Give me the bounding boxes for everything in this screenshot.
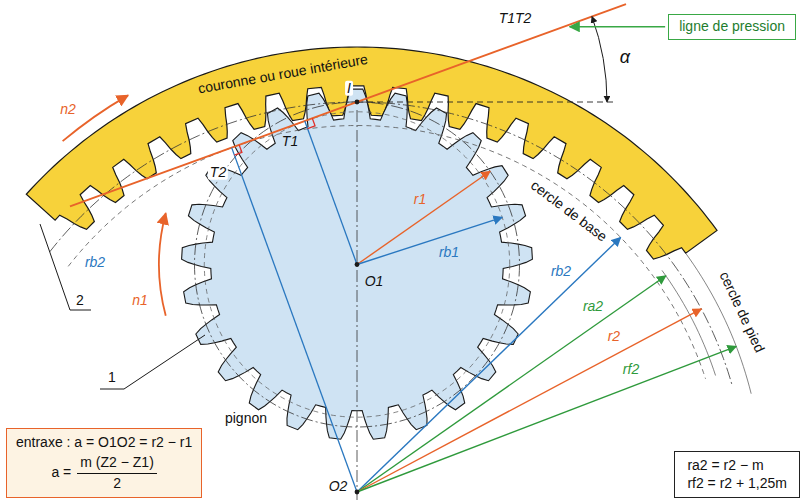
- formula-box: entraxe : a = O1O2 = r2 − r1 a = m (Z2 − Z…: [6, 428, 202, 499]
- radius-label: rf2: [621, 361, 641, 376]
- center-axis: [357, 110, 358, 500]
- leader-line: [40, 224, 91, 310]
- radius-label: rb2: [83, 255, 107, 270]
- angle-arc: [592, 16, 607, 102]
- radius-label: r1: [412, 192, 428, 207]
- point-label: I: [345, 81, 353, 96]
- angle-symbol: α: [618, 48, 632, 67]
- radius-arrow: [357, 217, 502, 264]
- right-angle-mark: [308, 118, 316, 128]
- center-label: O2: [327, 479, 350, 494]
- speed-label: n1: [130, 293, 150, 308]
- formula-text: entraxe : a = O1O2 = r2 − r1: [16, 434, 192, 452]
- formula-text: rf2 = r2 + 1,25m: [687, 475, 787, 493]
- formula-box: ra2 = r2 − mrf2 = r2 + 1,25m: [674, 451, 800, 498]
- callout-number: 2: [74, 293, 86, 308]
- radius-label: r2: [606, 329, 622, 344]
- circle-name: cercle de pied: [716, 268, 768, 357]
- pitch-circle: [50, 102, 732, 385]
- radius-arrow: [357, 171, 490, 264]
- formula-text: ligne de pression: [679, 18, 785, 36]
- radius-label: rb2: [549, 264, 573, 279]
- point-label: T1: [280, 134, 300, 149]
- pressure-line: [70, 4, 626, 206]
- radius-line: [305, 121, 357, 264]
- formula-text: ra2 = r2 − m: [687, 457, 787, 475]
- center-point: [355, 262, 360, 267]
- note-box: ligne de pression: [668, 14, 796, 40]
- formula-text: 2: [113, 474, 121, 493]
- formula-text: m (Z2 − Z1): [77, 454, 157, 474]
- radius-line: [232, 148, 357, 492]
- fraction: m (Z2 − Z1)2: [77, 454, 157, 492]
- point-label: T2: [208, 165, 228, 180]
- part-name: pignon: [223, 411, 269, 426]
- line-label: T1T2: [497, 11, 534, 26]
- radius-arrow: [357, 309, 701, 492]
- base-circle: [68, 126, 705, 379]
- right-angle-mark: [234, 145, 242, 155]
- callout-number: 1: [106, 370, 118, 385]
- rotation-arrow: [159, 213, 166, 315]
- center-point: [355, 490, 360, 495]
- radius-arrow: [357, 237, 621, 492]
- formula-text: a =: [51, 464, 71, 482]
- radius-label: ra2: [581, 299, 605, 314]
- radius-label: rb1: [437, 244, 461, 259]
- reference-line: [357, 102, 615, 103]
- center-label: O1: [363, 274, 386, 289]
- center-point: [355, 100, 360, 105]
- speed-label: n2: [58, 102, 78, 117]
- pointer-arrow: [570, 26, 665, 28]
- leader-line: [100, 335, 205, 389]
- radius-arrow: [357, 276, 666, 492]
- formula-row: a = m (Z2 − Z1)2: [16, 454, 192, 492]
